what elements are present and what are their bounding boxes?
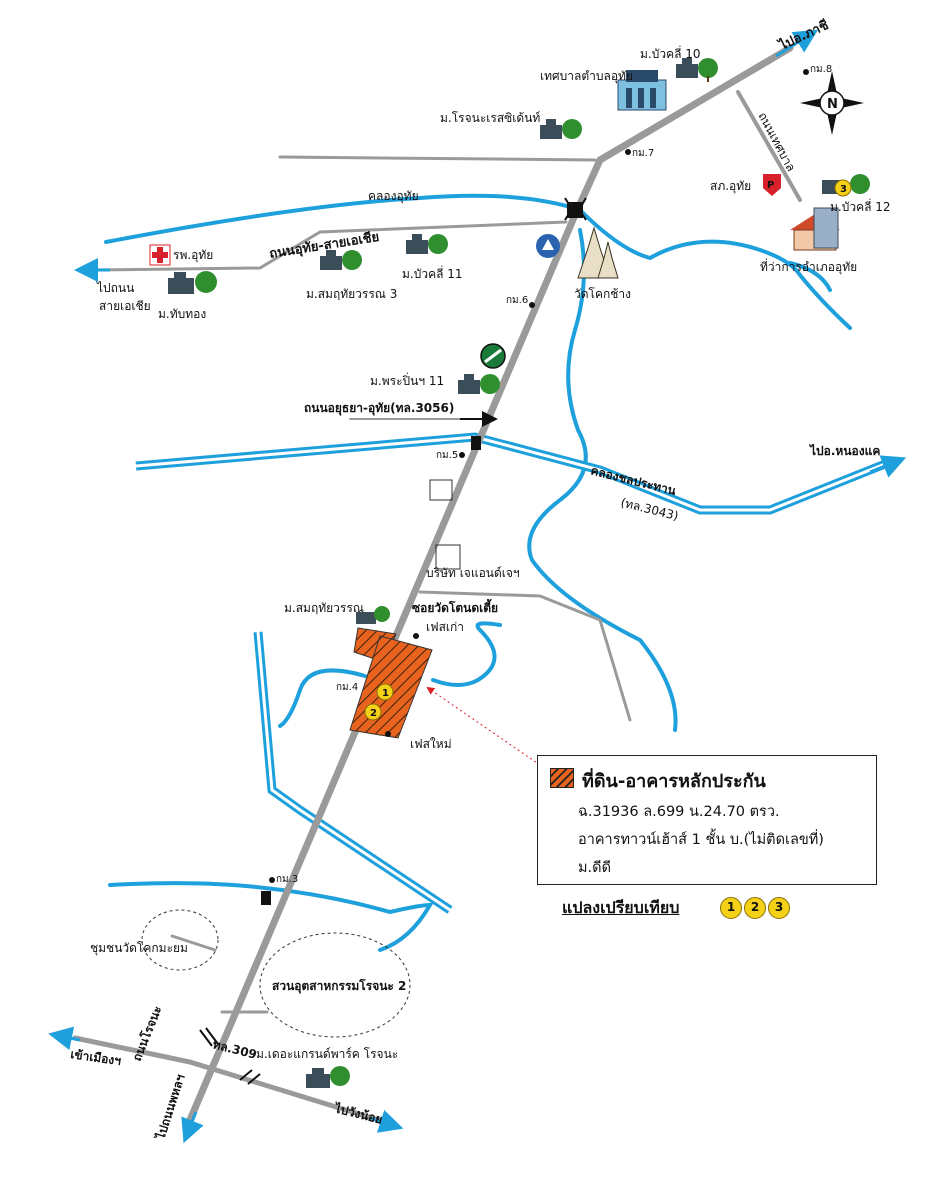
road-km3-left	[170, 934, 217, 952]
bank-logo-icon	[536, 234, 560, 258]
uthai-asia-road-line	[93, 220, 568, 272]
label-ban-somruethai: ม.สมฤทัยวรรณ	[284, 601, 364, 615]
label-tessaban-road: ถนนเทศบาล	[755, 110, 798, 174]
property-outlines	[429, 479, 461, 570]
police-icon: P	[763, 174, 781, 196]
legend-box: ที่ดิน-อาคารหลักประกัน ฉ.31936 ล.699 น.2…	[537, 755, 877, 885]
label-soi-wat: ซอยวัดโตนดเตี้ย	[412, 598, 498, 615]
comparison-legend-marker-2: 2	[744, 897, 766, 919]
comparison-marker-1: 1	[376, 683, 394, 701]
label-km5: กม.5	[436, 450, 458, 461]
pointer-line	[426, 686, 541, 766]
district-office-icon	[790, 207, 840, 251]
label-ban-somruethai-3: ม.สมฤทัยวรรณ 3	[306, 287, 397, 301]
label-district-office: ที่ว่าการอำเภออุทัย	[760, 258, 857, 275]
northeast-branch	[788, 261, 832, 292]
main-road	[186, 44, 794, 1124]
waterways	[104, 193, 852, 952]
km-markers	[269, 69, 809, 883]
label-ban-phra-pin-11: ม.พระปิ่นฯ 11	[370, 372, 444, 388]
label-tessaban: เทศบาลตำบลอุทัย	[540, 69, 633, 84]
label-grand-park: ม.เดอะแกรนด์พาร์ค โรจนะ	[256, 1047, 398, 1061]
khlong-uthai-canal	[104, 193, 852, 330]
house-icon	[168, 271, 217, 294]
label-hospital: รพ.อุทัย	[173, 248, 213, 263]
label-km8: กม.8	[810, 64, 832, 75]
label-ban-bua-khli-12: ม.บัวคลี่ 12	[830, 198, 891, 214]
label-company: บริษัท เจแอนด์เจฯ	[426, 566, 520, 580]
label-km3: กม.3	[276, 874, 298, 885]
dashed-areas	[141, 909, 411, 1038]
compass-label: N	[827, 97, 838, 112]
label-new-phase: เฟสใหม่	[410, 737, 452, 751]
label-police: สภ.อุทัย	[710, 179, 751, 194]
label-ban-bua-khli-10: ม.บัวคลี่ 10	[640, 45, 701, 61]
svg-text:2: 2	[370, 708, 377, 719]
legend-deed-info: ฉ.31936 ล.699 น.24.70 ตรว.	[578, 804, 780, 820]
house-icon	[406, 234, 448, 254]
map-markers: 1 2 3	[364, 179, 852, 721]
label-ban-bua-khli-11: ม.บัวคลี่ 11	[402, 265, 463, 281]
soi-wat-road	[418, 590, 632, 722]
winding-stream-1	[527, 228, 678, 732]
bridges	[199, 197, 587, 1085]
label-wat-khok-chang: วัดโคกช้าง	[574, 287, 631, 301]
road-to-wang-noi	[72, 1035, 388, 1125]
southern-stream	[108, 881, 434, 952]
house-icon	[676, 58, 718, 82]
roads	[72, 44, 802, 1125]
legend-building-info: อาคารทาวน์เฮ้าส์ 1 ชั้น บ.(ไม่ติดเลขที่)	[578, 832, 824, 848]
label-to-phachi: ไปอ.ภาชี	[775, 16, 831, 54]
road-northwest	[278, 155, 597, 162]
label-industrial-park: สวนอุตสาหกรรมโรจนะ 2	[272, 978, 406, 994]
winding-stream-2	[431, 621, 502, 687]
legend-title: ที่ดิน-อาคารหลักประกัน	[582, 771, 766, 792]
legend-hatch-swatch	[550, 768, 574, 788]
label-to-wang-noi: ไปวังน้อย	[331, 1100, 384, 1127]
label-to-phahon: ไปถนนพหลฯ	[152, 1072, 188, 1143]
label-community: ชุมชนวัดโคกมะยม	[90, 941, 188, 956]
comparison-legend-marker-3: 3	[768, 897, 790, 919]
svg-text:3: 3	[840, 184, 847, 195]
hospital-icon	[149, 244, 171, 266]
road-arrows	[48, 29, 907, 1144]
comparison-legend-marker-1: 1	[720, 897, 742, 919]
label-to-asia-road-2: สายเอเชีย	[99, 299, 151, 313]
comparison-marker-3: 3	[834, 179, 852, 197]
temple-icon	[577, 226, 619, 279]
svg-text:1: 1	[382, 688, 389, 699]
house-icon	[540, 119, 582, 139]
label-km7: กม.7	[632, 148, 654, 159]
industrial-park-area	[259, 932, 411, 1038]
house-icon	[306, 1066, 350, 1088]
power-plant-icon	[480, 343, 506, 369]
comparison-marker-2: 2	[364, 703, 382, 721]
stream-near-plot	[278, 668, 367, 728]
label-ayutthaya-uthai-road: ถนนอยุธยา-อุทัย(ทล.3056)	[304, 401, 454, 416]
label-to-nong-khae: ไปอ.หนองแค	[808, 443, 880, 458]
label-rojana-residence: ม.โรจนะเรสซิเด้นท์	[440, 111, 540, 125]
house-icon	[320, 250, 362, 270]
comparison-label: แปลงเปรียบเทียบ	[562, 898, 680, 917]
label-khlong-chonprathan: คลองชลประทาน	[589, 463, 678, 498]
landmarks: P	[149, 70, 840, 369]
label-ban-thap-thong: ม.ทับทอง	[158, 307, 206, 321]
legend-village-name: ม.ดีดี	[578, 860, 612, 876]
irrigation-canals	[135, 432, 887, 914]
tessaban-road-line	[736, 90, 802, 202]
house-icon	[458, 374, 500, 394]
house-icon	[356, 606, 390, 624]
label-to-asia-road-1: ไปถนน	[96, 281, 134, 295]
label-to-city: เข้าเมืองฯ	[70, 1047, 123, 1068]
compass-icon: N	[800, 71, 864, 135]
municipal-office-icon	[617, 70, 667, 111]
label-khlong-uthai: คลองอุทัย	[368, 189, 419, 204]
label-old-phase: เฟสเก่า	[426, 620, 464, 634]
label-km6: กม.6	[506, 295, 528, 306]
community-area	[141, 909, 219, 971]
svg-text:P: P	[767, 180, 774, 191]
label-km4: กม.4	[336, 682, 358, 693]
